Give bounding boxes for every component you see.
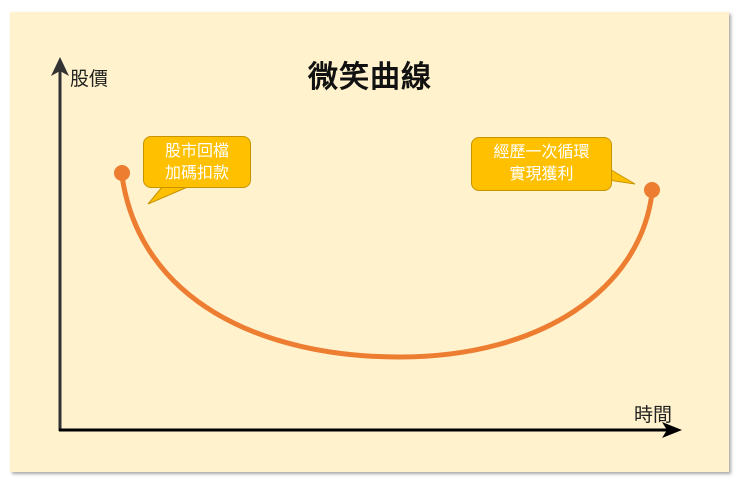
x-axis: [59, 422, 682, 438]
y-axis-arrow-icon: [51, 57, 69, 76]
x-axis-arrow-icon: [662, 422, 682, 438]
diagram-title: 微笑曲線: [308, 60, 432, 95]
callout-take-profit: 經歷一次循環 實現獲利: [471, 137, 612, 191]
callout-line: 經歷一次循環: [493, 142, 590, 161]
callout-line: 實現獲利: [509, 164, 574, 183]
smile-curve: [119, 173, 655, 360]
x-axis-label: 時間: [634, 404, 673, 426]
callout-line: 股市回檔: [164, 141, 229, 160]
diagram-card: [10, 12, 729, 472]
callout-line: 加碼扣款: [164, 163, 229, 182]
y-axis-label: 股價: [70, 68, 109, 90]
curve-end-point: [644, 182, 660, 198]
curve-start-point: [114, 165, 130, 181]
callout-right-tail: [607, 167, 636, 185]
y-axis: [51, 57, 69, 431]
callout-left-tail: [147, 185, 191, 205]
callout-buy-dip: 股市回檔 加碼扣款: [143, 136, 251, 188]
